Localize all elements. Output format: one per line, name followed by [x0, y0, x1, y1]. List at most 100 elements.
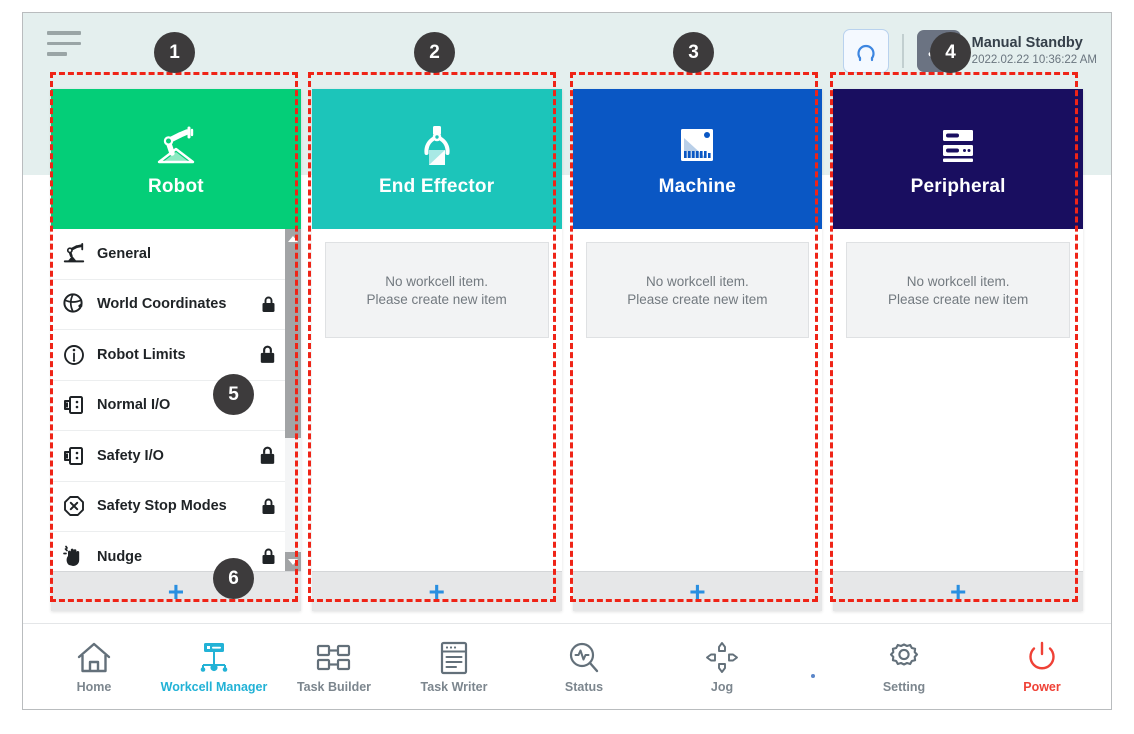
nav-label: Workcell Manager: [160, 680, 268, 694]
list-item-label: Robot Limits: [97, 346, 186, 363]
list-item-label: World Coordinates: [97, 296, 227, 313]
status-title: Manual Standby: [971, 35, 1083, 52]
add-end-effector-item-button[interactable]: +: [311, 571, 562, 611]
list-item-safety-stop-modes[interactable]: Safety Stop Modes: [51, 481, 285, 532]
nav-label: Setting: [882, 680, 926, 694]
workcell-manager-icon: [195, 635, 233, 675]
lock-icon: [261, 498, 276, 515]
task-writer-icon: [437, 635, 471, 675]
nav-label: Task Writer: [420, 680, 488, 694]
list-item-label: Safety I/O: [97, 447, 164, 464]
list-item-robot-limits[interactable]: Robot Limits: [51, 330, 285, 381]
globe-icon: [59, 292, 89, 316]
nav-item-jog[interactable]: Jog: [673, 635, 771, 694]
card-body-machine: No workcell item. Please create new item: [572, 229, 823, 571]
list-item-label: Nudge: [97, 548, 143, 565]
bottom-nav-left-group: Home Workcell Manage: [45, 635, 503, 694]
hamburger-line-3: [47, 52, 67, 56]
jog-pad-icon: [705, 635, 739, 675]
card-title-peripheral: Peripheral: [910, 176, 1006, 197]
reset-pose-icon: [857, 44, 875, 62]
lock-icon: [259, 345, 276, 364]
robot-arm-icon: [59, 242, 89, 265]
empty-line-1: No workcell item.: [645, 273, 749, 289]
list-item-label: Safety Stop Modes: [97, 498, 227, 515]
card-title-robot: Robot: [147, 176, 204, 197]
scroll-down-arrow-icon[interactable]: [284, 552, 301, 571]
workcell-card-row: Robot: [51, 89, 1083, 611]
annotation-badge-1: 1: [154, 32, 195, 73]
plus-icon: +: [689, 575, 706, 607]
annotation-badge-3: 3: [673, 32, 714, 73]
empty-line-2: Please create new item: [627, 291, 768, 307]
limits-circle-icon: [59, 343, 89, 367]
bottom-nav-right-group: Status Jog: [535, 635, 1091, 694]
nav-label: Jog: [710, 680, 734, 694]
gear-icon: [887, 635, 921, 675]
nav-item-home[interactable]: Home: [45, 635, 143, 694]
nav-label: Power: [1023, 680, 1061, 694]
robot-list-scrollbar[interactable]: [284, 229, 301, 571]
hand-nudge-icon: [59, 545, 89, 569]
empty-line-1: No workcell item.: [385, 273, 489, 289]
robot-settings-list: General: [51, 229, 285, 571]
gripper-icon: [414, 120, 460, 172]
list-item-label: Normal I/O: [97, 397, 171, 414]
workcell-card-end-effector: End Effector No workcell item. Please cr…: [311, 89, 562, 611]
status-timestamp: 2022.02.22 10:36:22 AM: [971, 53, 1097, 66]
card-header-machine[interactable]: Machine: [572, 89, 823, 229]
hamburger-line-1: [47, 31, 81, 35]
empty-line-2: Please create new item: [366, 291, 507, 307]
nav-label: Status: [564, 680, 604, 694]
list-item-world-coordinates[interactable]: World Coordinates: [51, 279, 285, 330]
peripheral-rack-icon: [934, 120, 982, 172]
card-body-peripheral: No workcell item. Please create new item: [833, 229, 1083, 571]
nav-item-task-builder[interactable]: Task Builder: [285, 635, 383, 694]
empty-placeholder: No workcell item. Please create new item: [324, 242, 549, 338]
nav-item-task-writer[interactable]: Task Writer: [405, 635, 503, 694]
stop-octagon-icon: [59, 494, 89, 518]
nav-item-status[interactable]: Status: [535, 635, 633, 694]
lock-icon: [261, 548, 276, 565]
task-builder-icon: [315, 635, 353, 675]
annotation-badge-2: 2: [414, 32, 455, 73]
lock-icon: [261, 296, 276, 313]
status-text-block: Manual Standby 2022.02.22 10:36:22 AM: [972, 34, 1097, 67]
empty-placeholder: No workcell item. Please create new item: [846, 242, 1070, 338]
list-item-label: General: [97, 245, 151, 262]
robot-arm-icon: [151, 120, 201, 172]
annotation-badge-6: 6: [213, 558, 254, 599]
nav-item-workcell-manager[interactable]: Workcell Manager: [161, 635, 267, 694]
empty-placeholder: No workcell item. Please create new item: [585, 242, 810, 338]
home-icon: [76, 635, 112, 675]
nav-separator-dot: [811, 673, 815, 678]
add-peripheral-item-button[interactable]: +: [833, 571, 1083, 611]
workcell-card-peripheral: Peripheral No workcell item. Please crea…: [833, 89, 1083, 611]
plus-icon: +: [167, 575, 185, 607]
nav-item-setting[interactable]: Setting: [855, 635, 953, 694]
card-header-end-effector[interactable]: End Effector: [311, 89, 562, 229]
plus-icon: +: [428, 575, 445, 607]
power-icon: [1025, 635, 1059, 675]
scrollbar-thumb[interactable]: [284, 248, 301, 438]
list-item-general[interactable]: General: [51, 229, 285, 280]
header-divider: [902, 34, 904, 68]
lock-icon: [259, 446, 276, 465]
annotation-badge-5: 5: [213, 374, 254, 415]
card-body-robot: General: [51, 229, 301, 571]
add-robot-item-button[interactable]: +: [51, 571, 301, 611]
card-body-end-effector: No workcell item. Please create new item: [311, 229, 562, 571]
add-machine-item-button[interactable]: +: [572, 571, 823, 611]
plus-icon: +: [949, 575, 967, 607]
annotation-badge-4: 4: [930, 32, 971, 73]
hamburger-menu-icon[interactable]: [47, 31, 87, 65]
card-header-robot[interactable]: Robot: [51, 89, 301, 229]
card-header-peripheral[interactable]: Peripheral: [833, 89, 1083, 229]
nav-item-power[interactable]: Power: [993, 635, 1091, 694]
scroll-up-arrow-icon[interactable]: [284, 229, 301, 248]
reset-pose-button[interactable]: [843, 29, 890, 73]
empty-line-2: Please create new item: [887, 291, 1029, 307]
list-item-safety-io[interactable]: Safety I/O: [51, 431, 285, 482]
card-title-machine: Machine: [658, 176, 737, 197]
card-title-end-effector: End Effector: [378, 176, 495, 197]
